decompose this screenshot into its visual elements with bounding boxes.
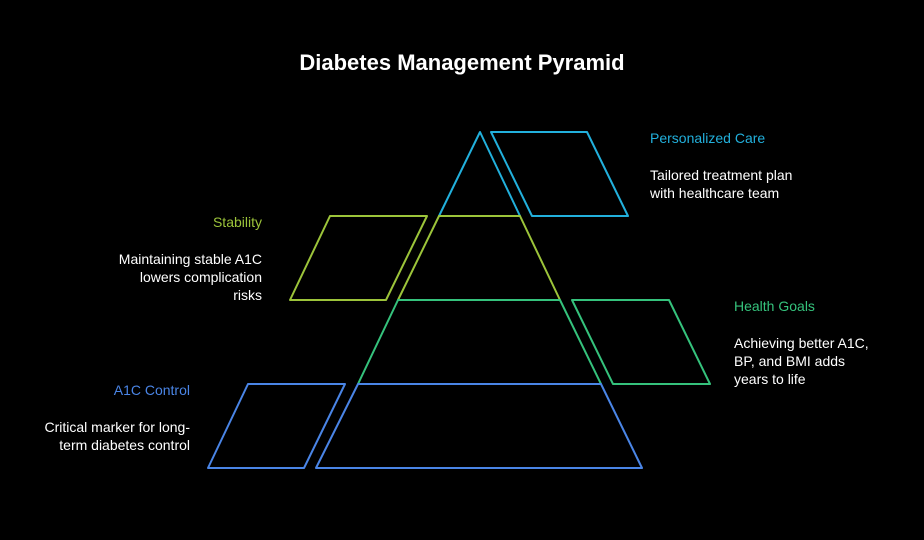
- label-panel-a1c-control: [207, 383, 346, 469]
- level-desc-health-goals: Achieving better A1C, BP, and BMI adds y…: [734, 335, 869, 387]
- level-desc-stability: Maintaining stable A1C lowers complicati…: [118, 251, 262, 303]
- label-panel-personalized-care: [490, 131, 629, 217]
- level-title-personalized-care: Personalized Care: [650, 130, 766, 146]
- label-panel-stability: [289, 215, 428, 301]
- level-desc-a1c-control: Critical marker for long-term diabetes c…: [44, 419, 190, 453]
- pyramid-level-stability: [397, 215, 561, 301]
- pyramid-level-a1c-control: [315, 383, 643, 469]
- level-title-a1c-control: A1C Control: [113, 382, 190, 398]
- level-title-health-goals: Health Goals: [734, 298, 815, 314]
- level-desc-personalized-care: Tailored treatment plan with healthcare …: [650, 167, 793, 201]
- label-panel-health-goals: [571, 299, 711, 385]
- level-title-stability: Stability: [212, 214, 262, 230]
- pyramid-level-personalized-care: [438, 131, 521, 217]
- pyramid-level-health-goals: [357, 299, 602, 385]
- diagram-title: Diabetes Management Pyramid: [299, 50, 625, 75]
